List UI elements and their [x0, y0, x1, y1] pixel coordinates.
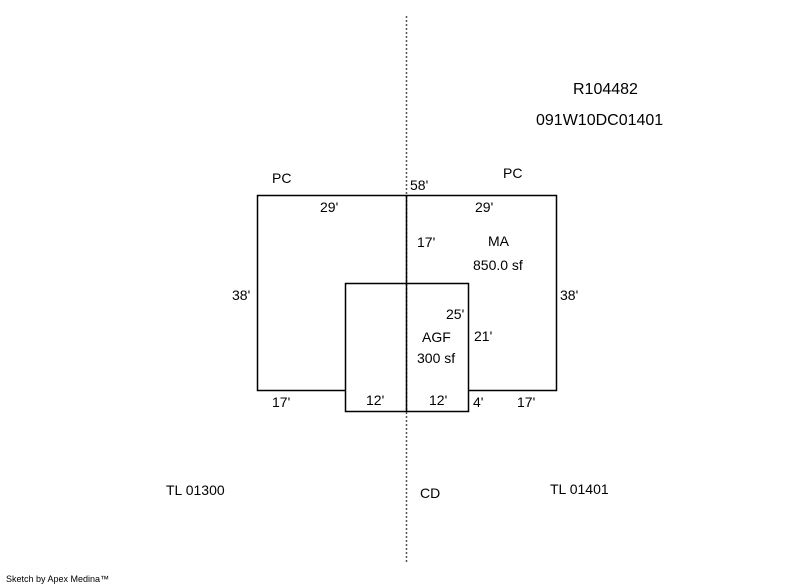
sketch-credit: Sketch by Apex Medina™	[6, 574, 109, 584]
dimension-bottom-right: 17'	[517, 394, 535, 410]
neighbor-lot-left: TL 01300	[166, 482, 225, 498]
dimension-bottom-left: 17'	[272, 394, 290, 410]
dimension-garage-depth: 25'	[446, 306, 464, 322]
main-area-value: 850.0 sf	[473, 257, 523, 273]
dimension-bottom-jog: 4'	[473, 394, 483, 410]
dimension-top-total: 58'	[410, 177, 428, 193]
account-id: R104482	[573, 81, 638, 98]
dimension-center-upper: 17'	[417, 234, 435, 250]
porch-label-right: PC	[503, 165, 522, 181]
dimension-garage-right: 21'	[474, 328, 492, 344]
dimension-right-height: 38'	[560, 287, 578, 303]
dimension-top-right: 29'	[475, 199, 493, 215]
neighbor-lot-right: TL 01401	[550, 481, 609, 497]
garage-area-code: AGF	[422, 329, 451, 345]
garage-area-value: 300 sf	[417, 350, 455, 366]
dimension-left-height: 38'	[232, 287, 250, 303]
dimension-top-left: 29'	[320, 199, 338, 215]
dimension-garage-bottom-right: 12'	[429, 392, 447, 408]
road-label: CD	[420, 485, 440, 501]
main-area-code: MA	[488, 233, 510, 249]
dimension-garage-bottom-left: 12'	[366, 392, 384, 408]
map-tax-lot: 091W10DC01401	[536, 112, 663, 129]
porch-label-left: PC	[272, 170, 291, 186]
